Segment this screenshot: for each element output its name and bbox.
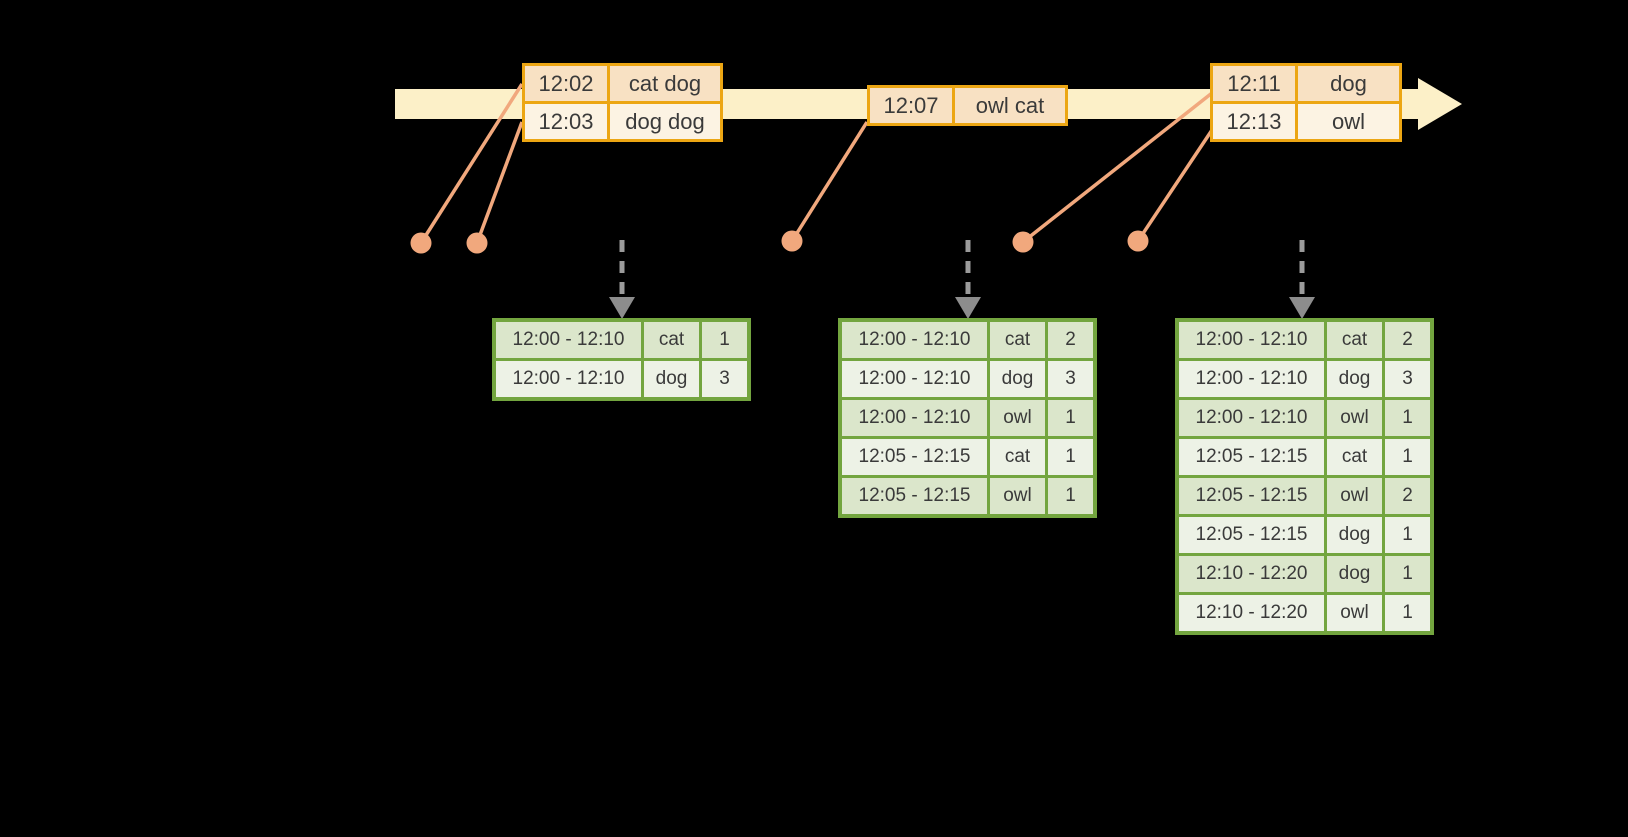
table-cell: 12:00 - 12:10 — [1179, 361, 1324, 397]
table-cell: 1 — [1385, 439, 1430, 475]
table-cell: owl — [990, 400, 1045, 436]
table-cell: dog — [1327, 517, 1382, 553]
table-cell: 12:13 — [1213, 104, 1295, 139]
table-cell: 3 — [1048, 361, 1093, 397]
timeline-arrowhead-icon — [1418, 78, 1462, 130]
table-cell: dog dog — [610, 104, 720, 139]
table-cell: dog — [990, 361, 1045, 397]
table-cell: 3 — [702, 361, 747, 397]
event-connector-line — [475, 121, 524, 244]
table-cell: 12:05 - 12:15 — [842, 478, 987, 514]
event-connector-line — [790, 121, 869, 242]
event-time-dot — [781, 230, 803, 252]
table-cell: cat — [1327, 439, 1382, 475]
table-cell: 2 — [1048, 322, 1093, 358]
table-cell: 12:05 - 12:15 — [842, 439, 987, 475]
table-cell: owl — [1298, 104, 1399, 139]
table-cell: 12:11 — [1213, 66, 1295, 101]
trigger-arrowhead-icon — [609, 297, 635, 319]
table-cell: 2 — [1385, 322, 1430, 358]
table-cell: 12:05 - 12:15 — [1179, 517, 1324, 553]
event-time-dot — [466, 232, 488, 254]
table-cell: 2 — [1385, 478, 1430, 514]
table-cell: 12:07 — [870, 88, 952, 123]
table-cell: 1 — [1048, 439, 1093, 475]
table-cell: dog — [1327, 361, 1382, 397]
event-time-dot — [1127, 230, 1149, 252]
table-cell: 12:05 - 12:15 — [1179, 439, 1324, 475]
table-cell: 12:00 - 12:10 — [842, 400, 987, 436]
table-cell: cat — [1327, 322, 1382, 358]
trigger-arrowhead-icon — [955, 297, 981, 319]
table-cell: cat — [644, 322, 699, 358]
event-time-dot — [1012, 231, 1034, 253]
table-cell: 1 — [702, 322, 747, 358]
table-cell: owl — [1327, 400, 1382, 436]
table-cell: 12:00 - 12:10 — [842, 361, 987, 397]
event-time-dot — [410, 232, 432, 254]
table-cell: 12:00 - 12:10 — [496, 322, 641, 358]
table-cell: owl cat — [955, 88, 1065, 123]
table-cell: dog — [1327, 556, 1382, 592]
table-cell: 1 — [1385, 556, 1430, 592]
table-cell: dog — [1298, 66, 1399, 101]
table-cell: 1 — [1048, 400, 1093, 436]
table-cell: 3 — [1385, 361, 1430, 397]
trigger-arrowhead-icon — [1289, 297, 1315, 319]
table-cell: 1 — [1385, 400, 1430, 436]
table-cell: 12:02 — [525, 66, 607, 101]
table-cell: cat — [990, 439, 1045, 475]
table-cell: 1 — [1048, 478, 1093, 514]
table-cell: 12:10 - 12:20 — [1179, 595, 1324, 631]
table-cell: owl — [1327, 595, 1382, 631]
table-cell: 12:00 - 12:10 — [1179, 400, 1324, 436]
table-cell: 12:05 - 12:15 — [1179, 478, 1324, 514]
table-cell: 12:00 - 12:10 — [842, 322, 987, 358]
table-cell: dog — [644, 361, 699, 397]
table-cell: owl — [990, 478, 1045, 514]
event-connector-line — [1136, 129, 1214, 242]
table-cell: 1 — [1385, 517, 1430, 553]
table-cell: cat — [990, 322, 1045, 358]
table-cell: owl — [1327, 478, 1382, 514]
event-connector-line — [419, 83, 524, 244]
event-connector-line — [1021, 91, 1214, 244]
table-cell: 12:00 - 12:10 — [496, 361, 641, 397]
table-cell: 12:03 — [525, 104, 607, 139]
table-cell: 1 — [1385, 595, 1430, 631]
table-cell: 12:00 - 12:10 — [1179, 322, 1324, 358]
table-cell: 12:10 - 12:20 — [1179, 556, 1324, 592]
table-cell: cat dog — [610, 66, 720, 101]
